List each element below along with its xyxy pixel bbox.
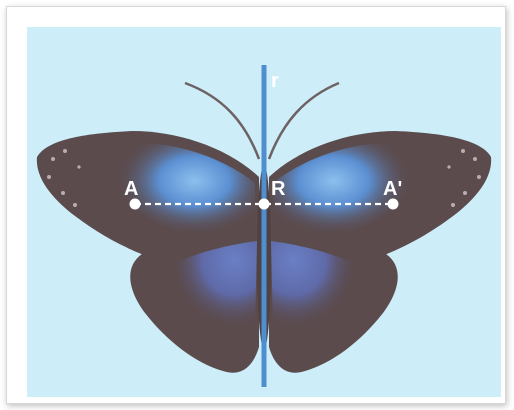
diagram-canvas: r A R A' [27,27,501,397]
image-frame: r A R A' [6,6,506,404]
label-a: A [124,178,138,200]
axis-label: r [271,70,279,92]
label-a-prime: A' [383,178,402,200]
point-r [259,199,270,210]
point-a [130,199,141,210]
label-r: R [271,178,286,200]
butterfly-symmetry-diagram: r A R A' [27,27,501,397]
point-a-prime [388,199,399,210]
